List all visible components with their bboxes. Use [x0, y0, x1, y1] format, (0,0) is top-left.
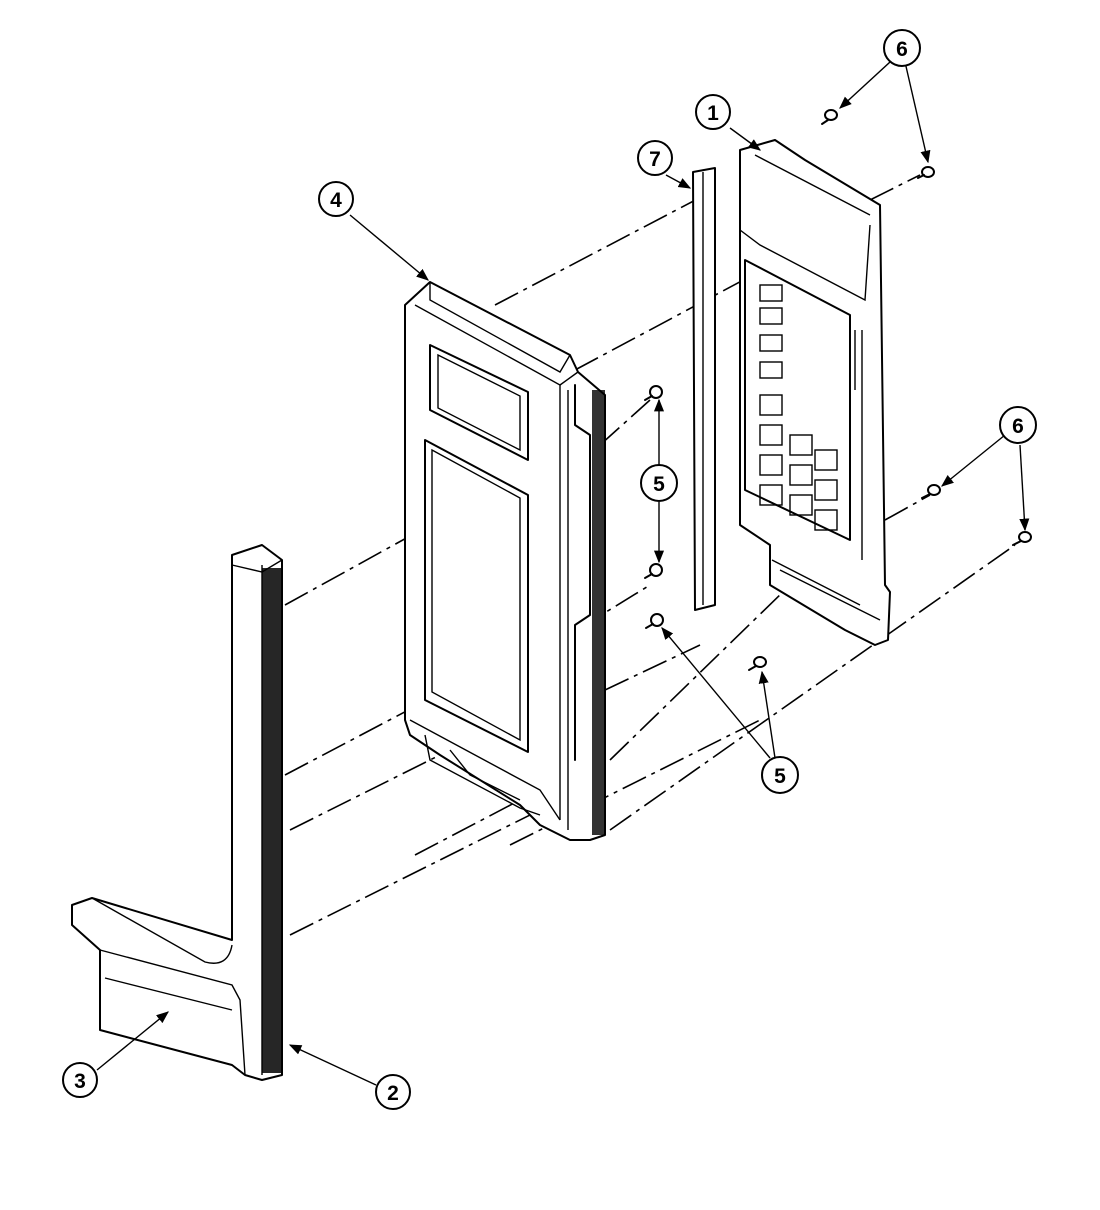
screw-icon: [644, 563, 663, 579]
callout-6-top: 6: [883, 29, 921, 67]
callout-5-lower: 5: [761, 756, 799, 794]
callout-7: 7: [637, 140, 673, 176]
screw-icon: [748, 656, 767, 671]
callout-6-right: 6: [999, 406, 1037, 444]
callout-5-lower-label: 5: [774, 765, 786, 788]
part-side-trim: [71, 544, 283, 1081]
callout-3: 3: [62, 1062, 98, 1098]
part-control-panel: [404, 281, 606, 841]
alignment-lines: [284, 174, 1016, 936]
screw-icon: [917, 166, 935, 179]
part-keypad-bracket: [739, 139, 891, 646]
callout-2: 2: [375, 1074, 411, 1110]
callout-2-label: 2: [387, 1082, 399, 1105]
callout-4-label: 4: [330, 189, 342, 212]
screw-icon: [644, 385, 663, 401]
callout-5-upper: 5: [640, 464, 678, 502]
callout-1-label: 1: [707, 102, 719, 125]
callout-4: 4: [318, 181, 354, 217]
screw-icon: [821, 109, 838, 125]
callout-6-right-label: 6: [1012, 415, 1024, 438]
screw-icon: [645, 613, 664, 629]
callout-6-top-label: 6: [896, 38, 908, 61]
part-seal-strip: [692, 167, 716, 611]
leader-lines: [96, 61, 1030, 1086]
screw-icon: [921, 484, 941, 499]
keypad-keys: [759, 284, 838, 531]
screws: [644, 109, 1032, 671]
callout-1: 1: [695, 94, 731, 130]
screw-icon: [1012, 531, 1032, 546]
callout-3-label: 3: [74, 1070, 86, 1093]
callout-7-label: 7: [649, 148, 661, 171]
callout-5-upper-label: 5: [653, 473, 665, 496]
